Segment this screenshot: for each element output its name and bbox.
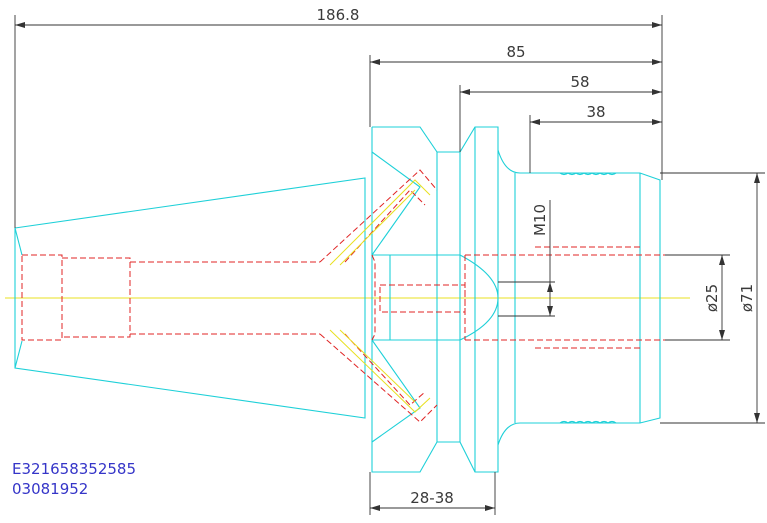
dim-thread: M10 [531, 204, 549, 236]
drawing-code-line1: E321658352585 [12, 460, 136, 478]
bore-outline [372, 254, 499, 341]
drawing-code-line2: 03081952 [12, 480, 88, 498]
dim-outer-diameter: ø71 [738, 284, 756, 312]
dim-body-length: 38 [586, 103, 605, 121]
dim-flange-width: 28-38 [410, 489, 454, 507]
dimension-lines [14, 15, 765, 515]
body-outline [497, 149, 661, 446]
dim-groove-to-end: 58 [570, 73, 589, 91]
coolant-lines [329, 179, 431, 413]
taper-outline [14, 177, 366, 419]
dim-overall-length: 186.8 [317, 6, 360, 24]
dim-bore-diameter: ø25 [703, 284, 721, 312]
dim-flange-to-end: 85 [506, 43, 525, 61]
hidden-lines [21, 169, 665, 423]
flange-outline [371, 126, 499, 473]
